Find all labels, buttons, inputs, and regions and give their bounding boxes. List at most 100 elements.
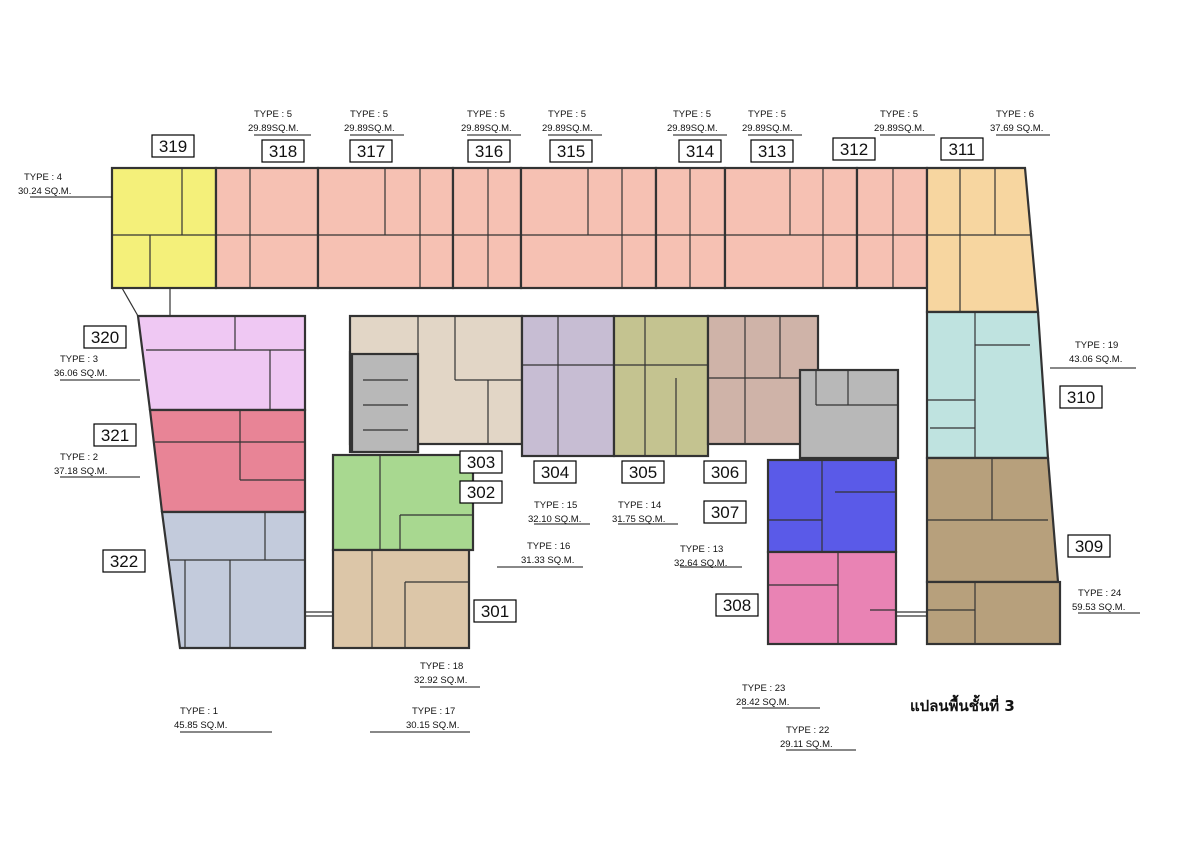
unit-label-319: TYPE : 430.24 SQ.M.: [18, 172, 112, 198]
unit-area-label: 32.92 SQ.M.: [414, 675, 467, 686]
unit-box-frame: [467, 139, 511, 163]
unit-number: 315: [557, 142, 585, 161]
unit-box-303[interactable]: 303: [459, 450, 503, 474]
unit-box-315[interactable]: 315: [549, 139, 593, 163]
unit-312-area[interactable]: [855, 166, 929, 290]
unit-301-area[interactable]: [331, 548, 471, 650]
unit-319-area[interactable]: [110, 166, 218, 290]
unit-type-label: TYPE : 23: [742, 683, 785, 694]
unit-308-area[interactable]: [766, 550, 898, 646]
unit-area-label: 32.10 SQ.M.: [528, 514, 581, 525]
unit-box-314[interactable]: 314: [678, 139, 722, 163]
unit-label-320: TYPE : 336.06 SQ.M.: [54, 354, 140, 381]
unit-type-label: TYPE : 14: [618, 500, 661, 511]
unit-label-317: TYPE : 529.89SQ.M.: [344, 109, 404, 136]
corridor-lines: [121, 287, 927, 617]
unit-type-label: TYPE : 5: [673, 109, 711, 120]
unit-label-313: TYPE : 529.89SQ.M.: [742, 109, 802, 136]
unit-box-306[interactable]: 306: [703, 460, 747, 484]
unit-305-area[interactable]: [612, 314, 710, 458]
unit-label-314: TYPE : 5 29.89SQ.M.: [667, 109, 727, 136]
unit-318-area[interactable]: [214, 166, 320, 290]
unit-label-308: TYPE : 23 28.42 SQ.M.: [736, 683, 820, 709]
unit-box-frame: [459, 450, 503, 474]
unit-307-area[interactable]: [766, 458, 898, 554]
unit-box-317[interactable]: 317: [349, 139, 393, 163]
unit-number: 312: [840, 140, 868, 159]
unit-box-318[interactable]: 318: [261, 139, 305, 163]
unit-304-area[interactable]: [520, 314, 616, 458]
unit-area-label: 30.15 SQ.M.: [406, 720, 459, 731]
unit-box-304[interactable]: 304: [533, 460, 577, 484]
stair-right: [798, 368, 900, 460]
unit-area-label: 29.89SQ.M.: [461, 123, 512, 134]
unit-type-label: TYPE : 5: [880, 109, 918, 120]
unit-type-label: TYPE : 5: [350, 109, 388, 120]
unit-number: 322: [110, 552, 138, 571]
unit-309-lower-area[interactable]: [925, 580, 1062, 646]
unit-area-label: 37.18 SQ.M.: [54, 466, 107, 477]
unit-box-311[interactable]: 311: [940, 137, 984, 161]
unit-number: 319: [159, 137, 187, 156]
unit-box-320[interactable]: 320: [83, 325, 127, 349]
unit-box-312[interactable]: 312: [832, 137, 876, 161]
unit-316-area[interactable]: [451, 166, 523, 290]
unit-area-label: 31.33 SQ.M.: [521, 555, 574, 566]
unit-area-label: 37.69 SQ.M.: [990, 123, 1043, 134]
unit-type-label: TYPE : 22: [786, 725, 829, 736]
unit-area-label: 29.11 SQ.M.: [780, 739, 833, 750]
unit-310-area[interactable]: [925, 310, 1050, 460]
unit-area-label: 43.06 SQ.M.: [1069, 354, 1122, 365]
unit-302-area[interactable]: [331, 453, 475, 552]
unit-number: 313: [758, 142, 786, 161]
unit-box-frame: [703, 460, 747, 484]
unit-label-315: TYPE : 529.89SQ.M.: [542, 109, 602, 136]
unit-label-311: TYPE : 637.69 SQ.M.: [990, 109, 1050, 136]
unit-label-304: TYPE : 15 32.10 SQ.M.: [528, 500, 590, 525]
unit-321-area[interactable]: [148, 408, 307, 514]
unit-box-309[interactable]: 309: [1067, 534, 1111, 558]
unit-box-319[interactable]: 319: [151, 134, 195, 158]
unit-type-label: TYPE : 13: [680, 544, 723, 555]
unit-area-label: 29.89SQ.M.: [667, 123, 718, 134]
unit-box-308[interactable]: 308: [715, 593, 759, 617]
stair-left-core: [350, 352, 420, 454]
unit-320-area[interactable]: [136, 314, 307, 412]
unit-box-307[interactable]: 307: [703, 500, 747, 524]
unit-322-area[interactable]: [160, 510, 307, 650]
unit-box-321[interactable]: 321: [93, 423, 137, 447]
unit-number: 316: [475, 142, 503, 161]
unit-box-301[interactable]: 301: [473, 599, 517, 623]
unit-311-area[interactable]: [925, 166, 1040, 314]
unit-313-area[interactable]: [723, 166, 859, 290]
unit-box-302[interactable]: 302: [459, 480, 503, 504]
unit-box-322[interactable]: 322: [102, 549, 146, 573]
unit-area-label: 30.24 SQ.M.: [18, 186, 71, 197]
unit-box-frame: [533, 460, 577, 484]
unit-type-label: TYPE : 1: [180, 706, 218, 717]
unit-box-305[interactable]: 305: [621, 460, 665, 484]
unit-box-313[interactable]: 313: [750, 139, 794, 163]
center-left-partitions: [363, 316, 522, 648]
unit-number: 306: [711, 463, 739, 482]
right-wing-partitions: [927, 312, 1048, 644]
unit-box-310[interactable]: 310: [1059, 385, 1103, 409]
unit-type-label: TYPE : 5: [254, 109, 292, 120]
unit-number: 317: [357, 142, 385, 161]
unit-type-label: TYPE : 15: [534, 500, 577, 511]
unit-box-frame: [940, 137, 984, 161]
plan-title: แปลนพื้นชั้นที่ 3: [910, 694, 1015, 715]
center-partitions: [522, 316, 818, 456]
unit-box-frame: [1059, 385, 1103, 409]
unit-area-label: 28.42 SQ.M.: [736, 697, 789, 708]
unit-box-frame: [151, 134, 195, 158]
unit-box-316[interactable]: 316: [467, 139, 511, 163]
unit-label-308b: TYPE : 22 29.11 SQ.M.: [780, 725, 856, 751]
unit-number: 305: [629, 463, 657, 482]
unit-number: 301: [481, 602, 509, 621]
unit-number: 309: [1075, 537, 1103, 556]
